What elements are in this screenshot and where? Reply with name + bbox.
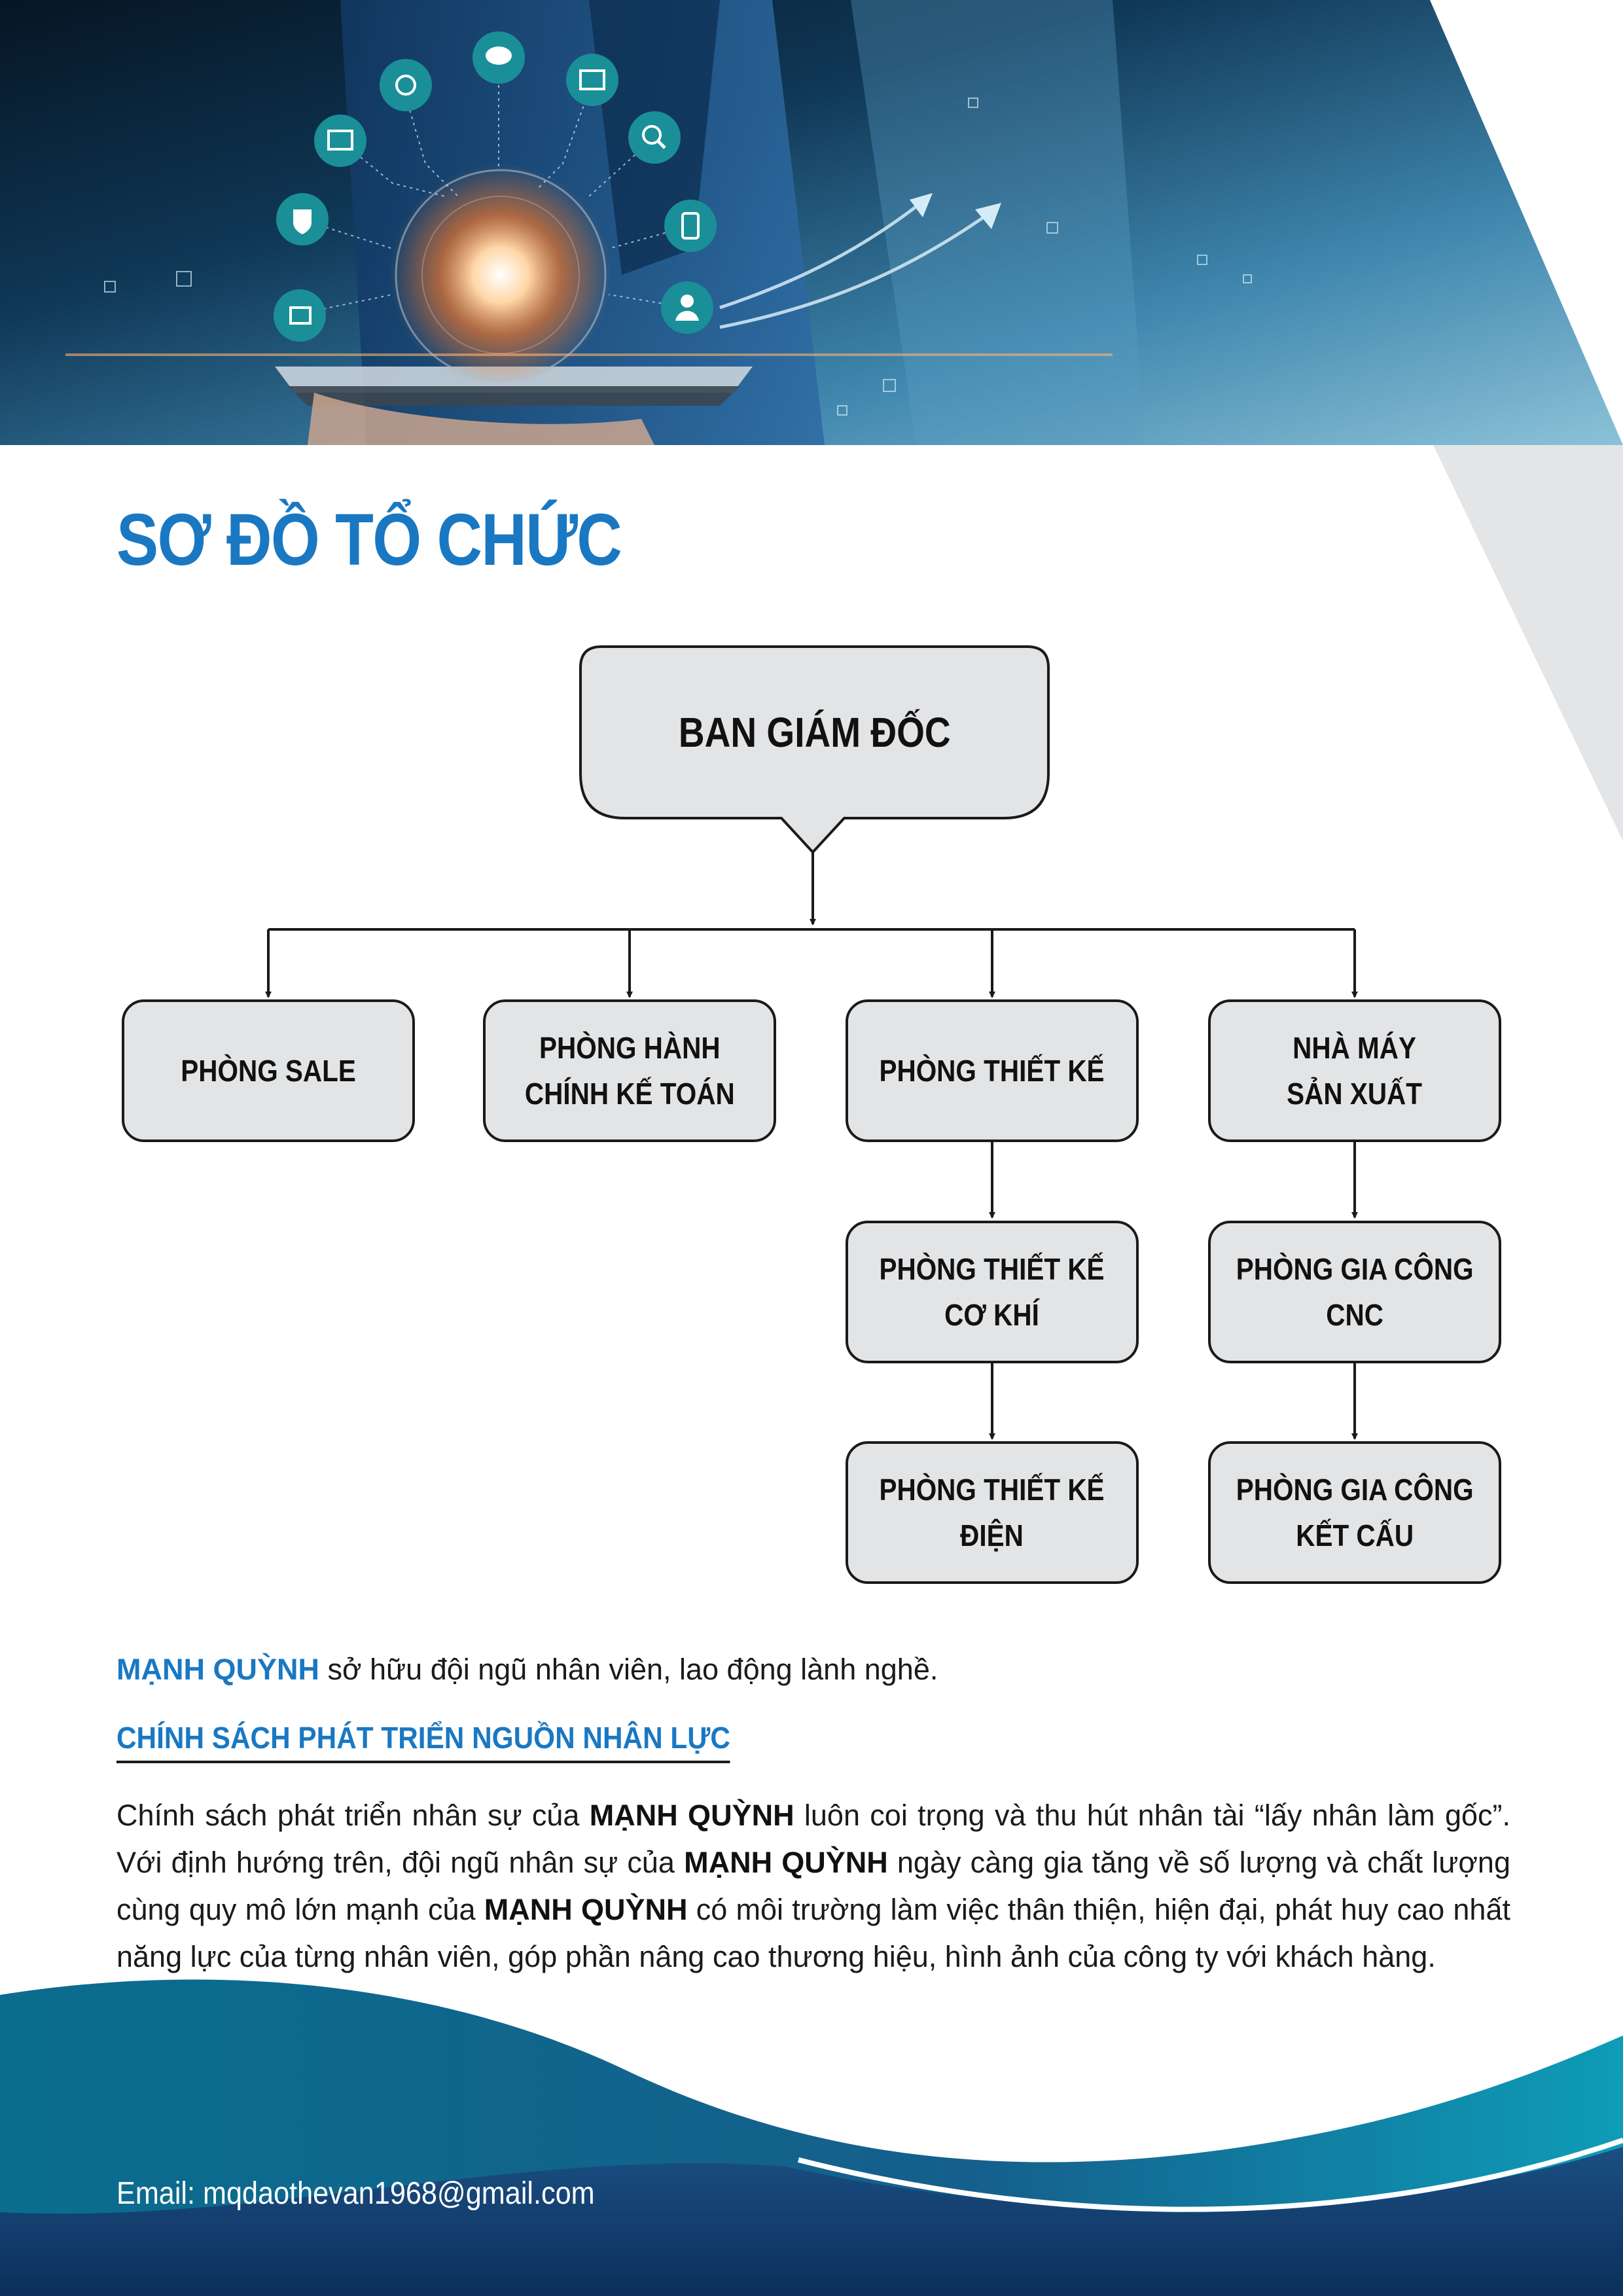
policy-text-2: luôn coi trọng và thu hút nhân tài “lấy … bbox=[116, 1799, 1510, 1879]
decorative-wedge bbox=[1430, 0, 1623, 841]
dept-sale: PHÒNG SALE bbox=[122, 999, 415, 1142]
dept-cnc-machining: PHÒNG GIA CÔNG CNC bbox=[1208, 1221, 1501, 1363]
hero-illustration bbox=[0, 0, 1623, 445]
policy-heading: CHÍNH SÁCH PHÁT TRIỂN NGUỒN NHÂN LỰC bbox=[116, 1720, 730, 1763]
dept-factory: NHÀ MÁY SẢN XUẤT bbox=[1208, 999, 1501, 1142]
policy-text-4: có môi trường làm việc thân thiện, hiện … bbox=[116, 1893, 1510, 1973]
dept-structural-fabrication: PHÒNG GIA CÔNG KẾT CẤU bbox=[1208, 1441, 1501, 1584]
footer-wave bbox=[0, 1979, 1623, 2296]
brand-name: MẠNH QUỲNH bbox=[484, 1893, 688, 1926]
page-title: SƠ ĐỒ TỔ CHỨC bbox=[116, 499, 622, 581]
board-of-directors-label: BAN GIÁM ĐỐC bbox=[678, 709, 951, 756]
dept-mechanical-design: PHÒNG THIẾT KẾ CƠ KHÍ bbox=[846, 1221, 1139, 1363]
policy-text-1: Chính sách phát triển nhân sự của bbox=[116, 1799, 590, 1832]
policy-text-3: ngày càng gia tăng về số lượng và chất l… bbox=[116, 1846, 1510, 1926]
intro-paragraph: MẠNH QUỲNH sở hữu đội ngũ nhân viên, lao… bbox=[116, 1646, 1510, 1693]
tech-icons bbox=[274, 31, 717, 342]
dept-design: PHÒNG THIẾT KẾ bbox=[846, 999, 1139, 1142]
brand-name: MẠNH QUỲNH bbox=[684, 1846, 888, 1879]
brand-name: MẠNH QUỲNH bbox=[116, 1653, 319, 1686]
brand-name: MẠNH QUỲNH bbox=[589, 1799, 794, 1832]
hero-banner bbox=[0, 0, 1623, 445]
intro-text: sở hữu đội ngũ nhân viên, lao động lành … bbox=[319, 1653, 938, 1686]
footer-email: Email: mqdaothevan1968@gmail.com bbox=[116, 2176, 595, 2211]
dept-admin-accounting: PHÒNG HÀNH CHÍNH KẾ TOÁN bbox=[483, 999, 776, 1142]
dept-electrical-design: PHÒNG THIẾT KẾ ĐIỆN bbox=[846, 1441, 1139, 1584]
policy-paragraph: Chính sách phát triển nhân sự của MẠNH Q… bbox=[116, 1792, 1510, 1981]
org-chart-connectors bbox=[265, 645, 1358, 1440]
